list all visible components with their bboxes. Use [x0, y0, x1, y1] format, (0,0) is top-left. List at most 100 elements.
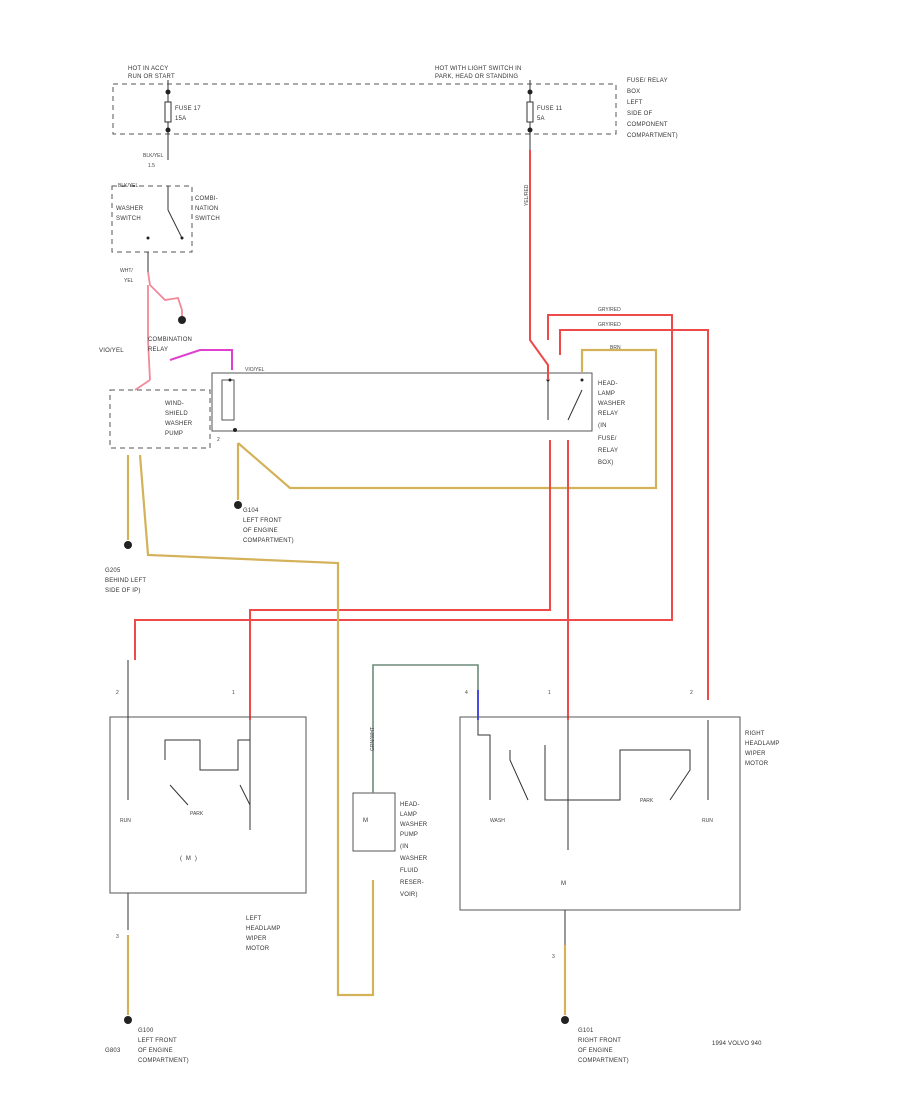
- gry-red-wire-2: [559, 329, 709, 700]
- wire-label-blk-yel-gauge: 1.5: [148, 163, 155, 169]
- svg-text:SIDE OF IP): SIDE OF IP): [105, 588, 141, 594]
- hot-left-line2: RUN OR START: [128, 74, 175, 80]
- right-motor-pin-4: 4: [465, 690, 468, 696]
- fuse-17-rating: 15A: [175, 116, 186, 122]
- svg-text:COMPARTMENT): COMPARTMENT): [243, 538, 294, 544]
- svg-text:COMPARTMENT): COMPARTMENT): [138, 1058, 189, 1064]
- right-motor-symbol: M: [561, 881, 566, 887]
- right-motor-pin-2: 2: [690, 690, 693, 696]
- wire-label-gry-red-1: GRY/RED: [598, 307, 621, 313]
- grn-wire: [372, 664, 479, 793]
- fuse-relay-box-label: FUSE/ RELAY BOX LEFT SIDE OF COMPONENT C…: [627, 78, 678, 139]
- left-motor-park-switch: [169, 784, 189, 806]
- svg-text:LEFT: LEFT: [627, 100, 643, 106]
- left-motor-pin-3: 3: [116, 934, 119, 940]
- ground-label-g100: G100 LEFT FRONT OF ENGINE COMPARTMENT): [138, 1028, 189, 1064]
- ground-label-g104: G104 LEFT FRONT OF ENGINE COMPARTMENT): [243, 508, 294, 544]
- washer-switch-label-2: SWITCH: [116, 216, 141, 222]
- svg-text:OF ENGINE: OF ENGINE: [578, 1048, 613, 1054]
- left-motor-run-label: RUN: [120, 818, 131, 824]
- svg-text:BOX): BOX): [598, 460, 613, 466]
- wire-label-blk-yel: BLK/YEL: [143, 153, 164, 159]
- svg-text:BEHIND LEFT: BEHIND LEFT: [105, 578, 146, 584]
- fuse-17-label: FUSE 17: [175, 106, 201, 112]
- wire-label-yel: YEL: [124, 278, 134, 284]
- relay-coil: [221, 379, 235, 421]
- ground-label-g205: G205 BEHIND LEFT SIDE OF IP): [105, 568, 146, 594]
- svg-text:G101: G101: [578, 1028, 594, 1034]
- svg-text:RIGHT FRONT: RIGHT FRONT: [578, 1038, 621, 1044]
- combo-switch-label-1: COMBI-: [195, 196, 218, 202]
- svg-text:WIPER: WIPER: [745, 751, 766, 757]
- combo-switch-label-3: SWITCH: [195, 216, 220, 222]
- pump-label-4: PUMP: [165, 431, 183, 437]
- headlamp-relay-label: HEAD- LAMP WASHER RELAY (IN FUSE/ RELAY …: [598, 381, 626, 466]
- wire-label-vio-yel: VIO/YEL: [99, 348, 124, 354]
- svg-text:COMPONENT: COMPONENT: [627, 122, 668, 128]
- fuse-11-icon: [526, 101, 534, 123]
- svg-text:LEFT FRONT: LEFT FRONT: [138, 1038, 177, 1044]
- ground-node-g104: [234, 501, 242, 509]
- pink-wire: [147, 271, 183, 318]
- fuse-17-icon: [164, 101, 172, 123]
- svg-text:OF ENGINE: OF ENGINE: [243, 528, 278, 534]
- svg-text:FUSE/: FUSE/: [598, 436, 617, 442]
- fuse-11-label: FUSE 11: [537, 106, 563, 112]
- right-motor-pin-3: 3: [552, 954, 555, 960]
- footer-year: 1994 VOLVO 940: [712, 1041, 762, 1047]
- right-motor-park-label: PARK: [640, 798, 654, 804]
- combination-relay-label-2: RELAY: [148, 347, 168, 353]
- svg-text:HEAD-: HEAD-: [598, 381, 618, 387]
- magenta-wire: [169, 349, 233, 370]
- gry-red-wire-1: [134, 314, 673, 660]
- headlamp-relay-contact: [567, 389, 583, 421]
- right-motor-pin-1: 1: [548, 690, 551, 696]
- wire-label-brn: BRN: [610, 345, 621, 351]
- svg-text:LAMP: LAMP: [598, 391, 615, 397]
- wire-label-wht: WHT/: [120, 268, 133, 274]
- wire-label-grn: GRN/WHT: [370, 727, 376, 751]
- fuse-17-top-node: [165, 89, 171, 95]
- svg-text:RELAY: RELAY: [598, 411, 618, 417]
- fuse-11-rating: 5A: [537, 116, 545, 122]
- switch-wire-label: BLK/YEL: [118, 183, 139, 189]
- right-motor-label: RIGHT HEADLAMP WIPER MOTOR: [745, 731, 780, 767]
- wire-label-yel-red: YEL/RED: [524, 184, 530, 206]
- windshield-pump-box: [109, 389, 211, 449]
- headlamp-pump-symbol: M: [363, 818, 368, 824]
- svg-text:(IN: (IN: [598, 423, 607, 429]
- svg-text:SIDE OF: SIDE OF: [627, 111, 653, 117]
- svg-text:COMPARTMENT): COMPARTMENT): [627, 133, 678, 139]
- svg-text:RESER-: RESER-: [400, 880, 424, 886]
- pin-label-2: 2: [217, 437, 220, 443]
- svg-text:G100: G100: [138, 1028, 154, 1034]
- svg-text:WASHER: WASHER: [400, 822, 428, 828]
- red-wire-fuse-11: [529, 150, 549, 380]
- left-motor-park-label: PARK: [190, 811, 204, 817]
- left-wiper-motor-box: [109, 716, 307, 894]
- relay-module-box: [211, 372, 593, 432]
- ground-node-g100: [124, 1016, 132, 1024]
- red-wire-left-motor: [249, 440, 551, 720]
- hot-right-line1: HOT WITH LIGHT SWITCH IN: [435, 66, 522, 72]
- svg-text:COMPARTMENT): COMPARTMENT): [578, 1058, 629, 1064]
- pump-label-1: WIND-: [165, 401, 184, 407]
- svg-text:HEAD-: HEAD-: [400, 802, 420, 808]
- yellow-loop-wire: [237, 348, 658, 490]
- svg-text:LAMP: LAMP: [400, 812, 417, 818]
- right-wiper-motor-box: [459, 716, 741, 911]
- svg-text:WASHER: WASHER: [598, 401, 626, 407]
- right-motor-run-label: RUN: [702, 818, 713, 824]
- svg-text:RELAY: RELAY: [598, 448, 618, 454]
- yellow-wire-pump: [138, 454, 375, 997]
- combination-relay-label-1: COMBINATION: [148, 337, 192, 343]
- svg-text:WASHER: WASHER: [400, 856, 428, 862]
- svg-text:MOTOR: MOTOR: [246, 946, 270, 952]
- svg-text:FUSE/ RELAY: FUSE/ RELAY: [627, 78, 668, 84]
- washer-switch-contact: [167, 209, 183, 239]
- ground-node-g101: [561, 1016, 569, 1024]
- left-motor-symbol: ( M ): [180, 856, 197, 862]
- svg-text:HEADLAMP: HEADLAMP: [745, 741, 780, 747]
- svg-text:LEFT FRONT: LEFT FRONT: [243, 518, 282, 524]
